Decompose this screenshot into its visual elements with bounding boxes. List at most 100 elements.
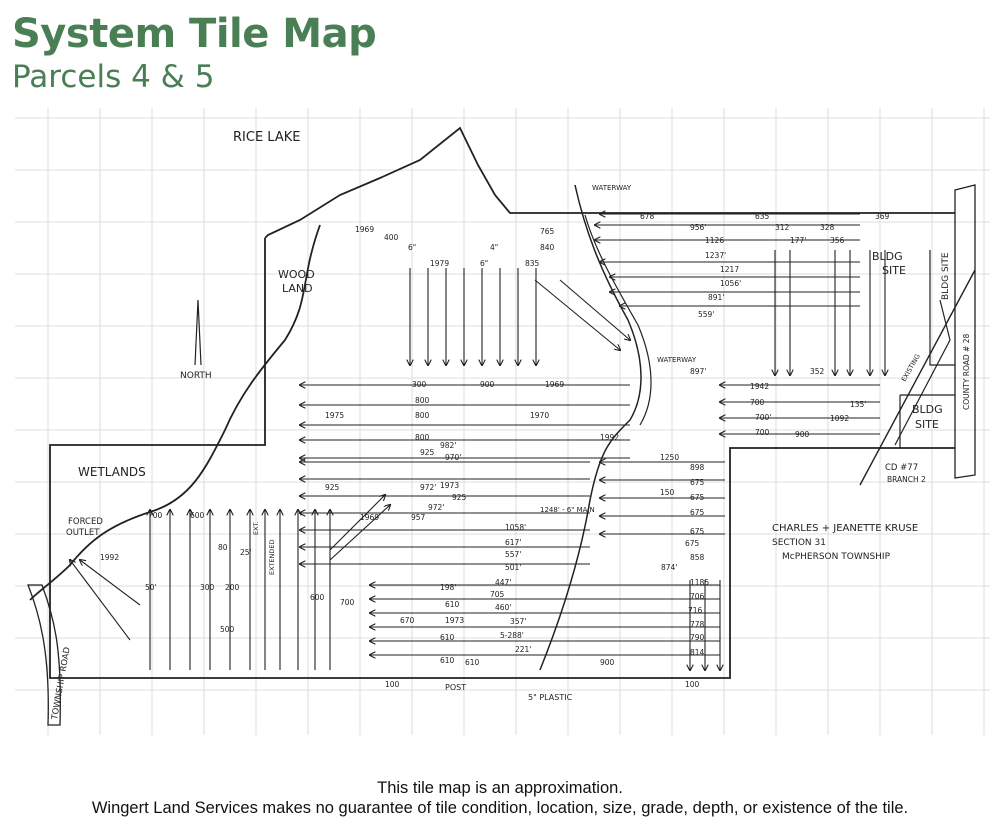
- tile-length-label: 897': [690, 367, 706, 376]
- tile-length-label: 357': [510, 617, 526, 626]
- cd77-label: CD #77: [885, 463, 918, 473]
- tile-length-label: 100: [685, 680, 700, 689]
- tile-length-label: 198': [440, 583, 456, 592]
- tile-length-label: 700: [148, 511, 163, 520]
- waterway-label-mid: WATERWAY: [657, 356, 697, 364]
- tile-length-label: 600: [310, 593, 325, 602]
- tile-line: [559, 279, 630, 340]
- bldg-site-label: BLDG: [872, 250, 903, 263]
- tile-length-label: 400: [384, 233, 399, 242]
- tile-length-label: 1969: [360, 513, 379, 522]
- main-label: 1248' - 6" MAIN: [540, 506, 595, 514]
- tile-map: RICE LAKE WOOD LAND NORTH WETLANDS FORCE…: [15, 108, 990, 735]
- tile-length-label: 898: [690, 463, 705, 472]
- north-arrow: [194, 299, 202, 366]
- tile-length-label: 925: [452, 493, 467, 502]
- tile-line: [534, 279, 620, 350]
- bldg-site-2-label: BLDG: [912, 403, 943, 416]
- tile-length-label: 1992: [600, 433, 619, 442]
- place-labels: RICE LAKE WOOD LAND NORTH WETLANDS FORCE…: [50, 130, 971, 722]
- tile-length-label: 1973: [440, 481, 459, 490]
- tile-length-label: 1975: [325, 411, 344, 420]
- bldg-site-label-2: SITE: [882, 264, 906, 277]
- tile-length-label: 221': [515, 645, 531, 654]
- tile-length-label: 300: [412, 380, 427, 389]
- tile-length-label: 328: [820, 223, 835, 232]
- tile-length-label: 1058': [505, 523, 526, 532]
- tile-length-label: 617': [505, 538, 521, 547]
- tile-length-label: 1992: [100, 553, 119, 562]
- section-label: SECTION 31: [772, 538, 826, 548]
- tile-length-label: 1942: [750, 382, 769, 391]
- tile-lines: [70, 214, 885, 670]
- township-road: [27, 584, 61, 726]
- tile-length-label: 150: [660, 488, 675, 497]
- tile-length-label: 675: [690, 508, 705, 517]
- bldg-site-box-2: [929, 250, 955, 366]
- tile-length-label: 700: [755, 428, 770, 437]
- tile-length-label: 705: [490, 590, 505, 599]
- county-road-label: COUNTY ROAD # 28: [962, 334, 971, 410]
- tile-length-label: 956': [690, 223, 706, 232]
- tile-length-label: 835: [525, 259, 540, 268]
- cd77-existing-2: [894, 299, 951, 446]
- page-subtitle: Parcels 4 & 5: [12, 59, 215, 95]
- tile-length-label: 352: [810, 367, 825, 376]
- bldg-site-2-label-2: SITE: [915, 418, 939, 431]
- waterway: [539, 184, 642, 671]
- tile-length-label: 670: [400, 616, 415, 625]
- tile-line: [329, 495, 385, 551]
- tile-length-label: 1237': [705, 251, 726, 260]
- tile-length-label: 1979: [430, 259, 449, 268]
- page-title: System Tile Map: [12, 11, 377, 57]
- plastic-label: 5" PLASTIC: [528, 693, 573, 702]
- tile-length-label: 1973: [445, 616, 464, 625]
- property-line-west: [49, 238, 955, 679]
- wetlands-label: WETLANDS: [78, 465, 146, 479]
- tile-length-label: 1969: [545, 380, 564, 389]
- tile-length-label: 706: [690, 592, 705, 601]
- tile-length-label: 675: [690, 527, 705, 536]
- tile-length-label: 5-288': [500, 631, 524, 640]
- tile-length-label: 972': [428, 503, 444, 512]
- tile-length-label: 557': [505, 550, 521, 559]
- boundaries: [27, 126, 976, 726]
- tile-length-label: 25': [240, 548, 252, 557]
- disclaimer-line-2: Wingert Land Services makes no guarantee…: [91, 799, 909, 817]
- tile-length-label: 800: [415, 433, 430, 442]
- tile-length-label: 900: [480, 380, 495, 389]
- tile-length-label: 635: [755, 212, 770, 221]
- tile-length-label: 1969: [355, 225, 374, 234]
- rice-lake-shoreline: [264, 126, 955, 239]
- wood-land-label: WOOD: [278, 268, 315, 281]
- extended-label: EXTENDED: [268, 539, 276, 575]
- tile-length-label: 970': [445, 453, 461, 462]
- tile-length-label: 900: [600, 658, 615, 667]
- tile-length-label: 700': [755, 413, 771, 422]
- tile-length-label: 675: [690, 478, 705, 487]
- waterway-label-top: WATERWAY: [592, 184, 632, 192]
- tile-length-label: 840: [540, 243, 555, 252]
- branch2-label: BRANCH 2: [887, 475, 926, 484]
- tile-length-label: 610: [440, 633, 455, 642]
- township-road-label: TOWNSHIP ROAD: [50, 646, 73, 722]
- tile-length-label: 1250: [660, 453, 679, 462]
- tile-length-label: 957: [411, 513, 426, 522]
- rice-lake-label: RICE LAKE: [233, 130, 300, 145]
- tile-length-label: 501': [505, 563, 521, 572]
- tile-length-label: 900: [795, 430, 810, 439]
- tile-length-label: 4": [490, 243, 498, 252]
- tile-line: [329, 505, 390, 561]
- tile-length-label: 447': [495, 578, 511, 587]
- tile-length-label: 80: [218, 543, 228, 552]
- tile-length-label: 460': [495, 603, 511, 612]
- tile-length-label: 610: [465, 658, 480, 667]
- tile-length-label: 100: [385, 680, 400, 689]
- tile-length-label: 972': [420, 483, 436, 492]
- north-label: NORTH: [180, 371, 212, 381]
- tile-length-label: 500: [220, 625, 235, 634]
- bldg-site-box: [899, 394, 955, 448]
- tile-length-label: 925: [325, 483, 340, 492]
- tile-length-label: 874': [661, 563, 677, 572]
